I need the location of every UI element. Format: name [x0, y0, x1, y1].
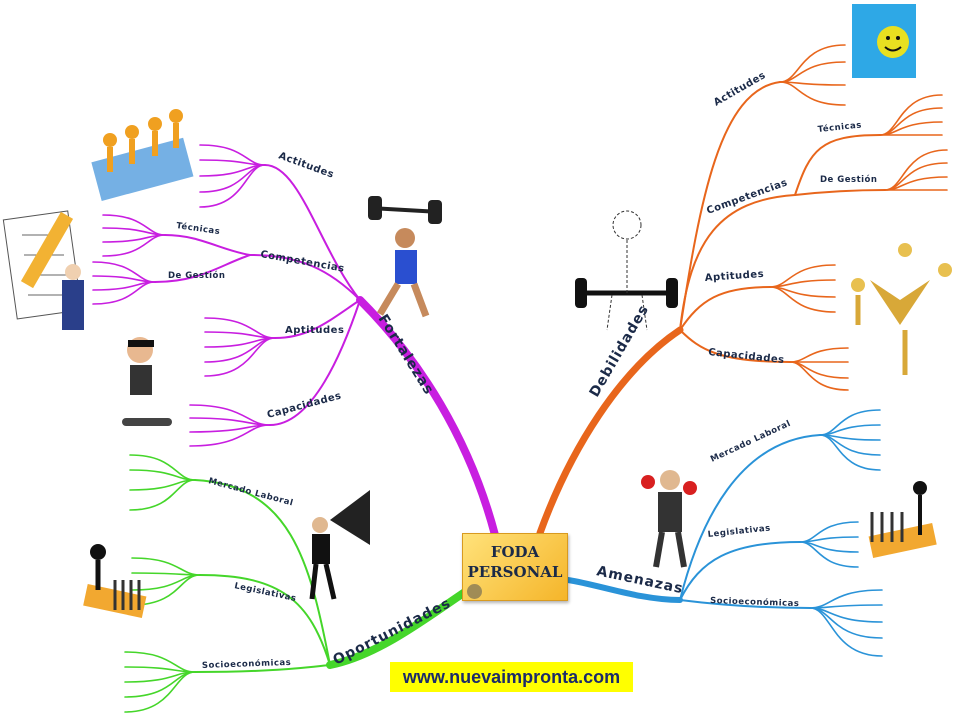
fortalezas-capacidades-leaf [189, 424, 271, 433]
amenazas-mercado-leaf [819, 409, 881, 436]
fortalezas-gestion-leaf [92, 281, 156, 291]
amenazas-socio-leaf [809, 607, 883, 623]
node-fortalezas-capacidades: Capacidades [266, 390, 343, 420]
debilidades-gestion-leaf [884, 176, 948, 191]
fortalezas-aptitudes-leaf [204, 317, 276, 339]
debilidades-aptitudes-leaf [769, 286, 836, 298]
fortalezas-aptitudes-leaf [204, 331, 276, 339]
branch-amenazas [565, 577, 683, 603]
branch-debilidades [536, 326, 684, 537]
checklist-pencil-illustration [2, 210, 84, 330]
node-debilidades-capacidades: Capacidades [708, 347, 785, 366]
megaphone-man-illustration [309, 490, 370, 600]
branch-oportunidades-socio [194, 664, 331, 673]
fortalezas-capacidades-leaf [189, 404, 271, 426]
teamwork-figures-illustration [91, 109, 194, 201]
fortalezas-tecnicas-leaf [102, 234, 166, 243]
weightlifter-illustration [368, 196, 442, 318]
debilidades-aptitudes-leaf [769, 264, 836, 288]
smiley-faces-illustration [852, 4, 916, 78]
branch-amenazas-mercado [679, 434, 821, 601]
amenazas-socio-leaf [809, 607, 883, 657]
node-debilidades-tecnicas: Técnicas [817, 119, 862, 135]
node-oportunidades-socio: Socioeconómicas [202, 657, 292, 671]
central-node-line2: PERSONAL [467, 563, 563, 581]
node-amenazas-mercado: Mercado Laboral [709, 419, 793, 465]
debilidades-capacidades-leaf [789, 347, 849, 363]
debilidades-aptitudes-leaf [769, 286, 836, 313]
central-node-line1: FODA [490, 543, 540, 561]
branch-debilidades-actitudes [679, 81, 781, 331]
debilidades-capacidades-leaf [789, 361, 849, 391]
node-fortalezas-aptitudes: Aptitudes [285, 325, 344, 336]
amenazas-legislativas-leaf [799, 541, 859, 568]
fortalezas-aptitudes-leaf [204, 337, 276, 377]
fortalezas-gestion-leaf [92, 275, 156, 283]
branch-fortalezas-aptitudes [274, 299, 361, 339]
amenazas-mercado-leaf [819, 424, 881, 436]
branch-oportunidades [326, 586, 472, 669]
oportunidades-mercado-leaf [129, 454, 196, 481]
branch-oportunidades-mercado [194, 479, 331, 666]
node-fortalezas-competencias: Competencias [259, 249, 345, 275]
debilidades-tecnicas-leaf [879, 121, 943, 136]
branch-fortalezas-gestion [154, 254, 251, 283]
amenazas-legislativas-leaf [799, 541, 859, 553]
branch-fortalezas-actitudes [264, 164, 361, 301]
fortalezas-capacidades-leaf [189, 424, 271, 447]
leader-figures-illustration [868, 481, 937, 558]
central-node-foda-personal: FODA PERSONAL [462, 533, 568, 601]
gold-puzzle-figures-illustration [851, 243, 952, 375]
fortalezas-actitudes-leaf [199, 164, 266, 177]
skateboarder-illustration [122, 337, 172, 426]
branch-fortalezas-competencias [249, 254, 361, 301]
oportunidades-mercado-leaf [129, 469, 196, 481]
branch-debilidades-competencias [679, 194, 796, 331]
branch-debilidades-capacidades [679, 329, 791, 363]
branch-label-amenazas: Amenazas [595, 563, 685, 597]
node-fortalezas-tecnicas: Técnicas [176, 220, 221, 237]
node-debilidades-gestion: De Gestión [820, 174, 877, 185]
oportunidades-legislativas-leaf [131, 574, 201, 606]
oportunidades-mercado-leaf [129, 479, 196, 491]
branch-oportunidades-legislativas [199, 574, 331, 666]
fortalezas-gestion-leaf [92, 261, 156, 283]
node-oportunidades-mercado: Mercado Laboral [207, 476, 294, 508]
amenazas-mercado-leaf [819, 434, 881, 471]
fortalezas-tecnicas-leaf [102, 227, 166, 236]
branch-label-oportunidades: Oportunidades [331, 595, 454, 668]
fortalezas-tecnicas-leaf [102, 214, 166, 236]
fortalezas-tecnicas-leaf [102, 234, 166, 257]
oportunidades-socio-leaf [124, 671, 196, 713]
node-debilidades-aptitudes: Aptitudes [704, 269, 764, 284]
oportunidades-mercado-leaf [129, 479, 196, 511]
branch-fortalezas-tecnicas [164, 234, 251, 256]
lightbulb-icon [467, 584, 482, 599]
branch-amenazas-socio [679, 599, 811, 609]
fortalezas-gestion-leaf [92, 281, 156, 305]
sketch-weightlifter-illustration [575, 210, 678, 331]
debilidades-aptitudes-leaf [769, 279, 836, 288]
branch-debilidades-aptitudes [679, 286, 771, 331]
boxer-illustration [641, 470, 697, 568]
debilidades-actitudes-leaf [779, 44, 846, 83]
branch-debilidades-gestion [794, 189, 886, 196]
fortalezas-capacidades-leaf [189, 417, 271, 426]
node-fortalezas-gestion: De Gestión [168, 270, 225, 281]
branch-amenazas-legislativas [679, 541, 801, 601]
branch-label-fortalezas: Fortalezas [375, 312, 437, 398]
branch-debilidades-tecnicas [794, 134, 881, 196]
node-amenazas-socio: Socioeconómicas [710, 595, 800, 609]
node-amenazas-legislativas: Legislativas [707, 523, 771, 540]
leader-figures-illustration [83, 544, 147, 618]
branch-fortalezas-capacidades [269, 299, 361, 426]
debilidades-actitudes-leaf [779, 81, 846, 106]
branch-fortalezas [356, 296, 499, 539]
fortalezas-actitudes-leaf [199, 164, 266, 208]
website-link[interactable]: www.nuevaimpronta.com [390, 662, 633, 692]
